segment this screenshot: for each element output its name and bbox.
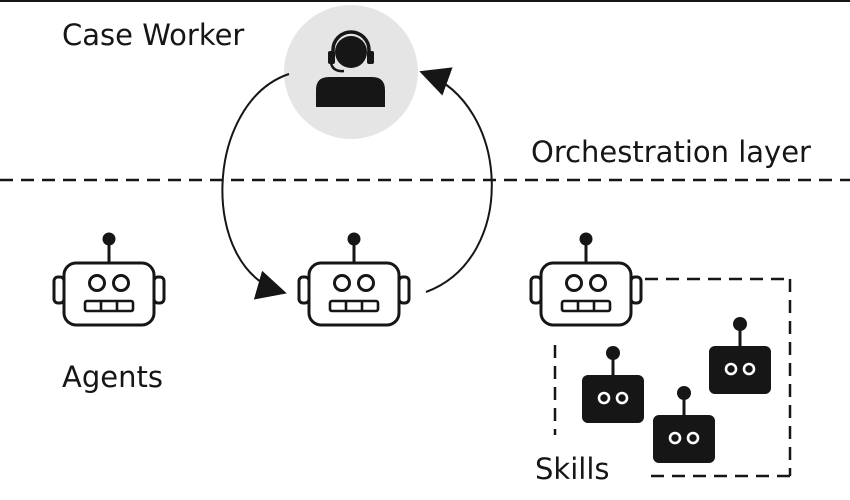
agent-robot-icon bbox=[52, 231, 166, 327]
skill-robot-icon bbox=[707, 315, 773, 396]
case-worker-label: Case Worker bbox=[62, 18, 245, 52]
arrow-case-worker-to-agent bbox=[221, 73, 290, 300]
orchestration-layer-label: Orchestration layer bbox=[531, 135, 811, 169]
agents-label: Agents bbox=[62, 360, 163, 394]
skills-label: Skills bbox=[535, 452, 610, 486]
case-worker bbox=[284, 5, 418, 139]
skill-robot-icon bbox=[580, 344, 646, 425]
skilled-agent-robot-icon bbox=[529, 231, 643, 327]
case-worker-circle bbox=[284, 5, 418, 139]
arrow-agent-to-case-worker bbox=[419, 67, 493, 293]
skill-robot-icon bbox=[651, 384, 717, 465]
skills-box bbox=[553, 277, 792, 478]
active-agent-robot-icon bbox=[297, 231, 411, 327]
headset-person-icon bbox=[316, 30, 385, 107]
